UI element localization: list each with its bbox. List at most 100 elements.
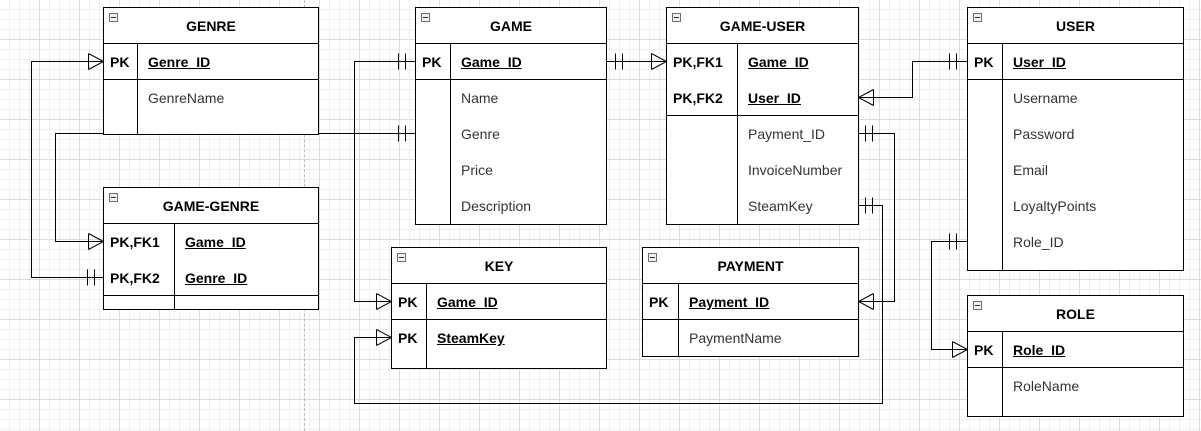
collapse-icon[interactable] bbox=[672, 13, 681, 22]
attribute: User_ID bbox=[1013, 54, 1066, 70]
entity-payment[interactable]: PAYMENT PK Payment_ID PaymentName bbox=[642, 247, 859, 357]
entity-row: InvoiceNumber bbox=[667, 152, 858, 188]
entity-game[interactable]: GAME PK Game_ID Name Genre Price Descrip… bbox=[415, 7, 607, 225]
key-label: PK bbox=[392, 320, 427, 356]
attribute: Payment_ID bbox=[748, 126, 826, 142]
key-label bbox=[416, 80, 451, 116]
key-label bbox=[667, 116, 738, 152]
attribute: Genre bbox=[461, 126, 500, 142]
attribute: Genre_ID bbox=[185, 270, 248, 286]
key-column-divider bbox=[104, 116, 138, 134]
key-label bbox=[416, 188, 451, 224]
attribute: Game_ID bbox=[461, 54, 522, 70]
entity-title: ROLE bbox=[968, 296, 1183, 332]
entity-title: USER bbox=[968, 8, 1183, 44]
entity-row: PK,FK1 Game_ID bbox=[104, 224, 318, 260]
entity-row: SteamKey bbox=[667, 188, 858, 224]
attribute: Game_ID bbox=[748, 54, 809, 70]
attribute: Game_ID bbox=[185, 234, 246, 250]
entity-title-text: KEY bbox=[484, 258, 514, 274]
collapse-icon[interactable] bbox=[397, 253, 406, 262]
key-label: PK,FK2 bbox=[104, 260, 175, 295]
key-label: PK,FK1 bbox=[667, 44, 738, 80]
attribute: GenreName bbox=[148, 90, 225, 106]
key-label bbox=[968, 224, 1003, 260]
key-label bbox=[968, 368, 1003, 404]
entity-title-text: PAYMENT bbox=[717, 258, 784, 274]
entity-row: Genre bbox=[416, 116, 606, 152]
attribute: Name bbox=[461, 90, 499, 106]
attribute: SteamKey bbox=[437, 330, 505, 346]
rel-gamegenre-genre bbox=[31, 61, 104, 278]
key-label: PK bbox=[416, 44, 451, 79]
key-label: PK bbox=[968, 332, 1003, 367]
entity-row: Username bbox=[968, 80, 1183, 116]
key-label bbox=[667, 152, 738, 188]
entity-row: PK Game_ID bbox=[392, 284, 606, 320]
entity-row: Password bbox=[968, 116, 1183, 152]
key-label: PK bbox=[643, 284, 679, 319]
entity-row: Role_ID bbox=[968, 224, 1183, 260]
attribute: User_ID bbox=[748, 90, 801, 106]
entity-title: GAME-USER bbox=[667, 8, 858, 44]
attribute: SteamKey bbox=[748, 198, 813, 214]
attribute: Genre_ID bbox=[148, 54, 211, 70]
collapse-icon[interactable] bbox=[421, 13, 430, 22]
entity-padding bbox=[968, 260, 1183, 270]
collapse-icon[interactable] bbox=[109, 193, 118, 202]
entity-row: Name bbox=[416, 80, 606, 116]
rel-game-key bbox=[354, 61, 416, 302]
entity-title-text: ROLE bbox=[1056, 306, 1095, 322]
attribute: Email bbox=[1013, 162, 1049, 178]
entity-game-genre[interactable]: GAME-GENRE PK,FK1 Game_ID PK,FK2 Genre_I… bbox=[103, 187, 319, 310]
key-label: PK bbox=[104, 44, 138, 79]
entity-genre[interactable]: GENRE PK Genre_ID GenreName bbox=[103, 7, 319, 135]
attribute: Username bbox=[1013, 90, 1078, 106]
entity-title-text: GENRE bbox=[186, 18, 236, 34]
attribute: RoleName bbox=[1013, 378, 1080, 394]
entity-key[interactable]: KEY PK Game_ID PK SteamKey bbox=[391, 247, 607, 369]
collapse-icon[interactable] bbox=[109, 13, 118, 22]
entity-user[interactable]: USER PK User_ID Username Password Email … bbox=[967, 7, 1184, 271]
key-label: PK,FK1 bbox=[104, 224, 175, 260]
collapse-icon[interactable] bbox=[973, 13, 982, 22]
key-column-divider bbox=[968, 404, 1003, 416]
key-column-divider bbox=[392, 356, 427, 368]
key-label: PK bbox=[968, 44, 1003, 79]
onebar-gameuser-steamkey bbox=[865, 197, 873, 214]
entity-padding bbox=[968, 404, 1183, 416]
entity-row: Email bbox=[968, 152, 1183, 188]
entity-title: GAME bbox=[416, 8, 606, 44]
key-label: PK,FK2 bbox=[667, 80, 738, 115]
entity-title-text: GAME-GENRE bbox=[162, 198, 260, 214]
rel-gameuser-key bbox=[354, 205, 883, 404]
key-label bbox=[968, 80, 1003, 116]
onebar-gamegenre-genre bbox=[87, 269, 95, 286]
entity-padding bbox=[104, 116, 318, 134]
attribute: Payment_ID bbox=[689, 294, 770, 310]
entity-row: PK,FK2 User_ID bbox=[667, 80, 858, 116]
attribute: InvoiceNumber bbox=[748, 162, 843, 178]
entity-row: PK,FK2 Genre_ID bbox=[104, 260, 318, 296]
entity-row: PK Genre_ID bbox=[104, 44, 318, 80]
key-label bbox=[667, 188, 738, 224]
attribute: LoyaltyPoints bbox=[1013, 198, 1097, 214]
entity-title-text: USER bbox=[1056, 18, 1095, 34]
entity-row: RoleName bbox=[968, 368, 1183, 404]
key-label: PK bbox=[392, 284, 427, 319]
entity-row: PK Game_ID bbox=[416, 44, 606, 80]
rel-gameuser-payment bbox=[858, 133, 895, 302]
entity-role[interactable]: ROLE PK Role_ID RoleName bbox=[967, 295, 1184, 417]
key-column-divider bbox=[968, 260, 1003, 270]
entity-padding bbox=[104, 296, 318, 309]
rel-gameuser-user bbox=[858, 61, 968, 98]
onebar-game-genre bbox=[398, 125, 406, 142]
collapse-icon[interactable] bbox=[973, 301, 982, 310]
onebar-game-key bbox=[398, 53, 406, 70]
key-label bbox=[416, 152, 451, 188]
entity-game-user[interactable]: GAME-USER PK,FK1 Game_ID PK,FK2 User_ID … bbox=[666, 7, 859, 225]
collapse-icon[interactable] bbox=[648, 253, 657, 262]
entity-row: PK SteamKey bbox=[392, 320, 606, 356]
attribute: Role_ID bbox=[1013, 342, 1066, 358]
attribute: Price bbox=[461, 162, 493, 178]
